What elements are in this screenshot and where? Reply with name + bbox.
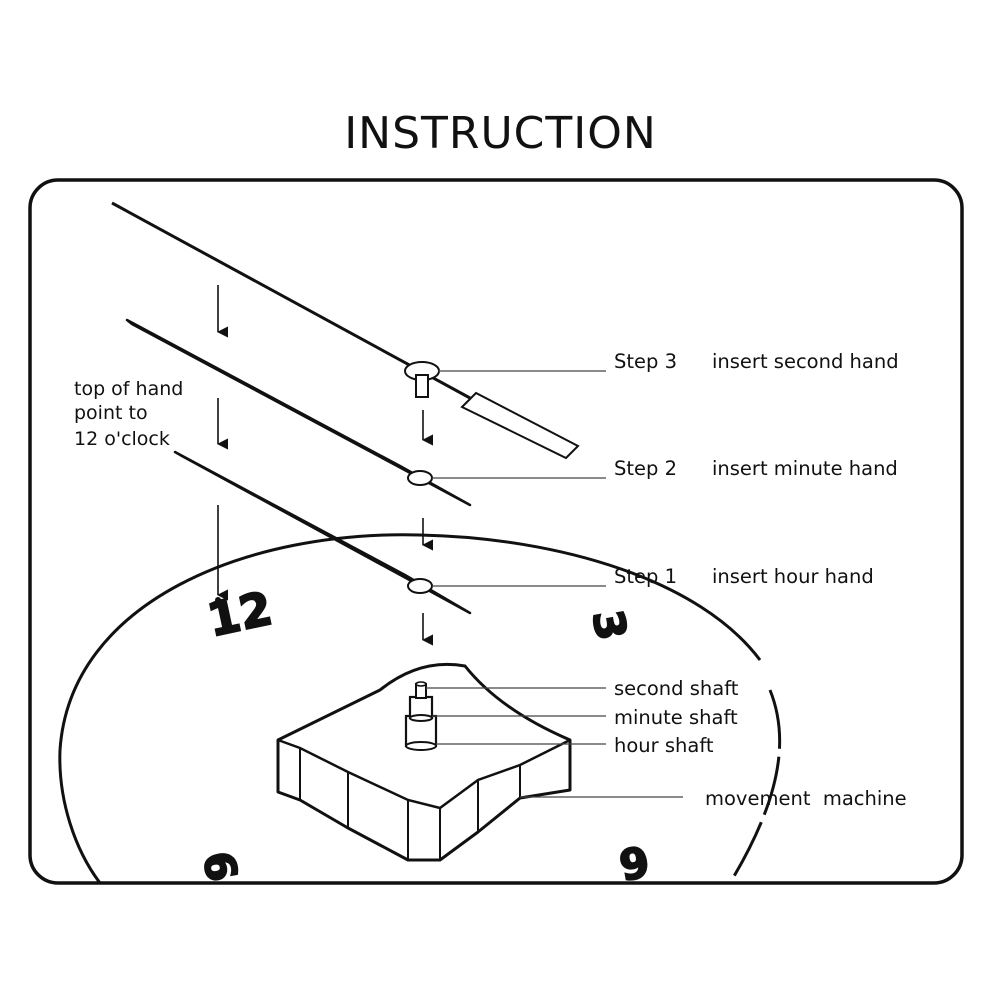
dial-number-12: 12 [203,581,277,647]
movement-machine-label: movement machine [705,787,907,810]
insertion-arrows [216,285,434,646]
step-2-action: insert minute hand [712,457,898,480]
hint-line-1: top of hand [74,378,183,400]
hint-line-3: 12 o'clock [74,428,170,450]
leader-lines [426,370,683,798]
clock-dial [58,533,782,883]
step-1-label: Step 1 [614,565,677,588]
dial-number-6: 6 [615,836,652,889]
movement-machine [276,662,572,862]
step-3-label: Step 3 [614,350,677,373]
twelve-marker-dot [215,597,221,603]
second-shaft-label: second shaft [614,677,739,700]
dial-number-3: 3 [583,606,636,643]
step-1-action: insert hour hand [712,565,874,588]
shaft-stack [404,681,438,751]
step-3-action: insert second hand [712,350,899,373]
hour-hand [173,450,472,615]
hint-line-2: point to [74,402,148,424]
instruction-frame [28,178,964,885]
second-hand [111,201,580,460]
page-title: INSTRUCTION [344,108,657,159]
step-2-label: Step 2 [614,457,677,480]
minute-shaft-label: minute shaft [614,706,738,729]
minute-hand [125,318,472,507]
hour-shaft-label: hour shaft [614,734,714,757]
dial-number-9: 9 [195,847,248,884]
